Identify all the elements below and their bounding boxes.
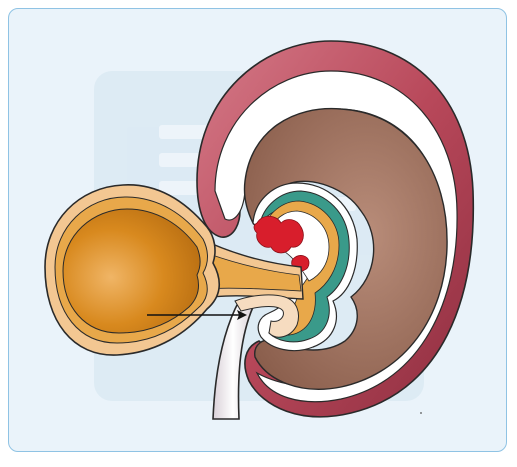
stray-dot (420, 412, 422, 414)
calyx-tube (234, 294, 299, 338)
cyst-lumen (62, 208, 201, 334)
arrow-pointer-icon (147, 310, 247, 320)
cyst-neck-inner (200, 250, 302, 292)
illustration (44, 40, 475, 420)
blood-clot-large (253, 215, 304, 254)
figure-frame (8, 8, 507, 452)
